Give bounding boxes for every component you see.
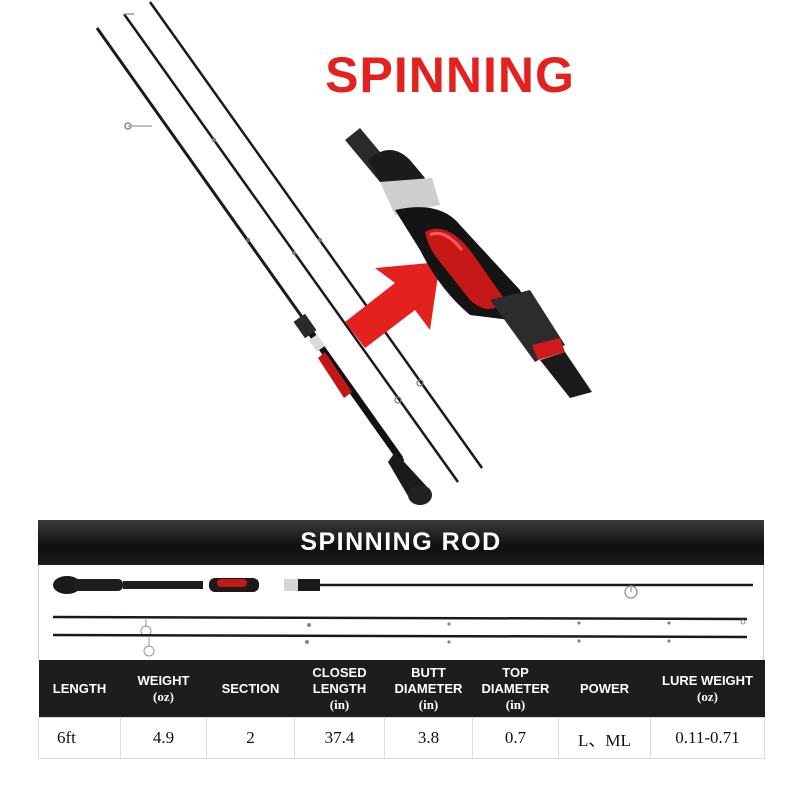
rod-tip-section-illustration [122, 13, 460, 483]
header-power: POWER [558, 660, 651, 718]
spec-panel: SPINNING ROD [38, 520, 765, 760]
tip-section-1-illustration [52, 615, 748, 637]
butt-section-illustration [53, 576, 753, 599]
spec-header-row: LENGTH WEIGHT(oz) SECTION CLOSED LENGTH(… [38, 660, 765, 718]
rod-assembled-illustration [95, 27, 432, 505]
handle-closeup-illustration [345, 128, 592, 398]
value-section: 2 [206, 717, 295, 759]
tip-section-2-illustration [52, 633, 748, 657]
value-length: 6ft [38, 717, 121, 759]
rod-sections-illustration [52, 576, 753, 657]
product-illustration [95, 1, 592, 505]
header-top-diameter: TOP DIAMETER(in) [472, 660, 559, 718]
spec-value-row: 6ft 4.9 2 37.4 3.8 0.7 L、ML 0.11-0.71 [38, 717, 765, 759]
rod-sections-strip [38, 565, 764, 660]
header-section: SECTION [206, 660, 295, 718]
value-closed-length: 37.4 [294, 717, 385, 759]
value-power: L、ML [558, 717, 651, 759]
value-weight: 4.9 [120, 717, 207, 759]
value-butt-diameter: 3.8 [384, 717, 473, 759]
red-arrow-icon [345, 262, 440, 348]
header-length: LENGTH [38, 660, 121, 718]
value-top-diameter: 0.7 [472, 717, 559, 759]
header-weight: WEIGHT(oz) [120, 660, 207, 718]
header-closed-length: CLOSED LENGTH(in) [294, 660, 385, 718]
header-lure-weight: LURE WEIGHT(oz) [650, 660, 765, 718]
hero-title: SPINNING [325, 47, 575, 103]
spec-banner-title: SPINNING ROD [300, 528, 502, 556]
spec-banner [38, 520, 764, 565]
value-lure-weight: 0.11-0.71 [650, 717, 765, 759]
rod-second-section-illustration [148, 1, 484, 469]
header-butt-diameter: BUTT DIAMETER(in) [384, 660, 473, 718]
spec-table: LENGTH WEIGHT(oz) SECTION CLOSED LENGTH(… [38, 660, 765, 759]
